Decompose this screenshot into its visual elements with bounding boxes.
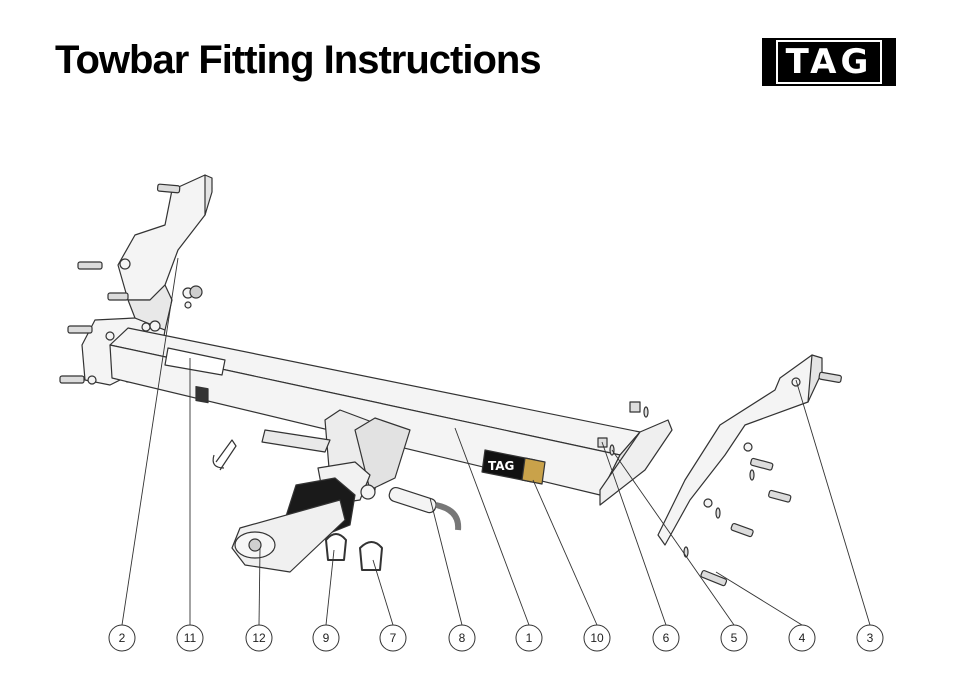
- callout-8: 8: [448, 624, 476, 652]
- callout-number: 1: [526, 631, 533, 645]
- callout-2: 2: [108, 624, 136, 652]
- callout-number: 4: [799, 631, 806, 645]
- shackle-9: [325, 533, 347, 561]
- callout-6: 6: [652, 624, 680, 652]
- callout-3: 3: [856, 624, 884, 652]
- callout-number: 5: [731, 631, 738, 645]
- hitch-pin: [388, 486, 462, 531]
- callout-number: 7: [390, 631, 397, 645]
- page-title: Towbar Fitting Instructions: [55, 38, 542, 82]
- r-clip: [212, 439, 237, 471]
- callout-number: 11: [184, 631, 197, 645]
- callout-10: 10: [583, 624, 611, 652]
- callout-12: 12: [245, 624, 273, 652]
- callout-9: 9: [312, 624, 340, 652]
- callout-4: 4: [788, 624, 816, 652]
- plate-text: TAG: [488, 459, 514, 473]
- leader-lines: [121, 257, 871, 626]
- tag-plate: [481, 449, 546, 485]
- hitch-support: [261, 409, 411, 506]
- callouts: 2 11 12 9 7 8 1 10 6 5 4 3: [108, 624, 884, 652]
- callout-1: 1: [515, 624, 543, 652]
- callout-number: 3: [867, 631, 874, 645]
- callout-number: 9: [323, 631, 330, 645]
- tow-tongue: [231, 477, 356, 573]
- shackle-7: [359, 541, 383, 571]
- callout-number: 8: [459, 631, 466, 645]
- callout-number: 10: [590, 631, 604, 645]
- callout-5: 5: [720, 624, 748, 652]
- right-bracket: [657, 354, 842, 587]
- callout-number: 12: [252, 631, 266, 645]
- callout-7: 7: [379, 624, 407, 652]
- callout-11: 11: [176, 624, 204, 652]
- tag-logo: TAG: [762, 38, 896, 86]
- bar-sticker: [164, 347, 226, 404]
- callout-number: 6: [663, 631, 670, 645]
- callout-number: 2: [119, 631, 126, 645]
- logo-text: TAG: [775, 40, 883, 84]
